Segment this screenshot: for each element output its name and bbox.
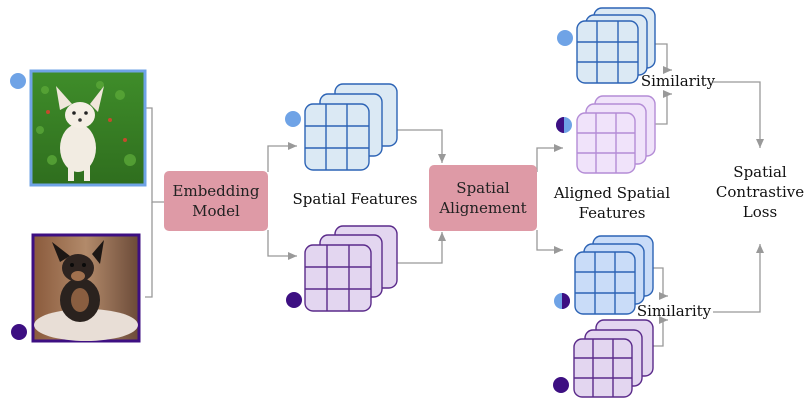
aligned-purple-stack xyxy=(576,95,656,174)
image-b-marker xyxy=(11,324,27,340)
similarity-bottom-label: Similarity xyxy=(636,302,712,320)
spatial-features-purple-stack xyxy=(304,225,398,312)
purple-features-marker xyxy=(286,292,302,308)
input-image-white-chihuahua xyxy=(29,69,147,187)
arrow-aligned-blue-to-similarity-bottom xyxy=(653,267,668,300)
input-image-black-chihuahua xyxy=(31,233,141,343)
reference-purple-stack xyxy=(573,319,654,398)
arrow-embedding-to-blue-features xyxy=(267,142,297,172)
arrow-alignment-to-aligned-blue xyxy=(536,230,563,254)
aligned-blue-stack xyxy=(574,235,654,315)
connector-image-a-to-embedding xyxy=(145,107,164,203)
arrow-similarity-top-to-loss xyxy=(713,81,764,148)
embedding-model-label: Embedding Model xyxy=(172,182,260,220)
blue-features-marker xyxy=(285,111,301,127)
reference-purple-marker xyxy=(553,377,569,393)
connectors xyxy=(145,43,764,347)
spatial-alignment-label: Spatial Alignement xyxy=(439,179,527,217)
arrow-embedding-to-purple-features xyxy=(267,230,297,260)
spatial-contrastive-loss-label: Spatial Contrastive Loss xyxy=(715,163,805,221)
arrow-alignment-to-aligned-purple xyxy=(536,144,563,172)
arrow-purple-ref-to-similarity-bottom xyxy=(653,316,668,347)
aligned-blue-half-marker xyxy=(554,293,570,309)
reference-blue-marker xyxy=(557,30,573,46)
arrow-purple-features-to-alignment xyxy=(397,232,446,264)
arrow-similarity-bottom-to-loss xyxy=(713,244,764,313)
similarity-top-label: Similarity xyxy=(640,72,716,90)
arrow-blue-features-to-alignment xyxy=(397,129,446,163)
spatial-features-blue-stack xyxy=(304,83,398,171)
spatial-features-label: Spatial Features xyxy=(292,190,418,208)
reference-blue-stack xyxy=(576,7,656,84)
aligned-spatial-features-label: Aligned Spatial Features xyxy=(553,184,671,222)
arrow-aligned-purple-to-similarity-top xyxy=(655,90,672,125)
image-a-marker xyxy=(10,73,26,89)
aligned-purple-half-marker xyxy=(556,117,572,133)
connector-image-b-to-embedding xyxy=(145,202,153,298)
spatial-alignment-box: Spatial Alignement xyxy=(429,165,537,231)
arrow-blue-ref-to-similarity-top xyxy=(655,43,672,74)
embedding-model-box: Embedding Model xyxy=(164,171,268,231)
